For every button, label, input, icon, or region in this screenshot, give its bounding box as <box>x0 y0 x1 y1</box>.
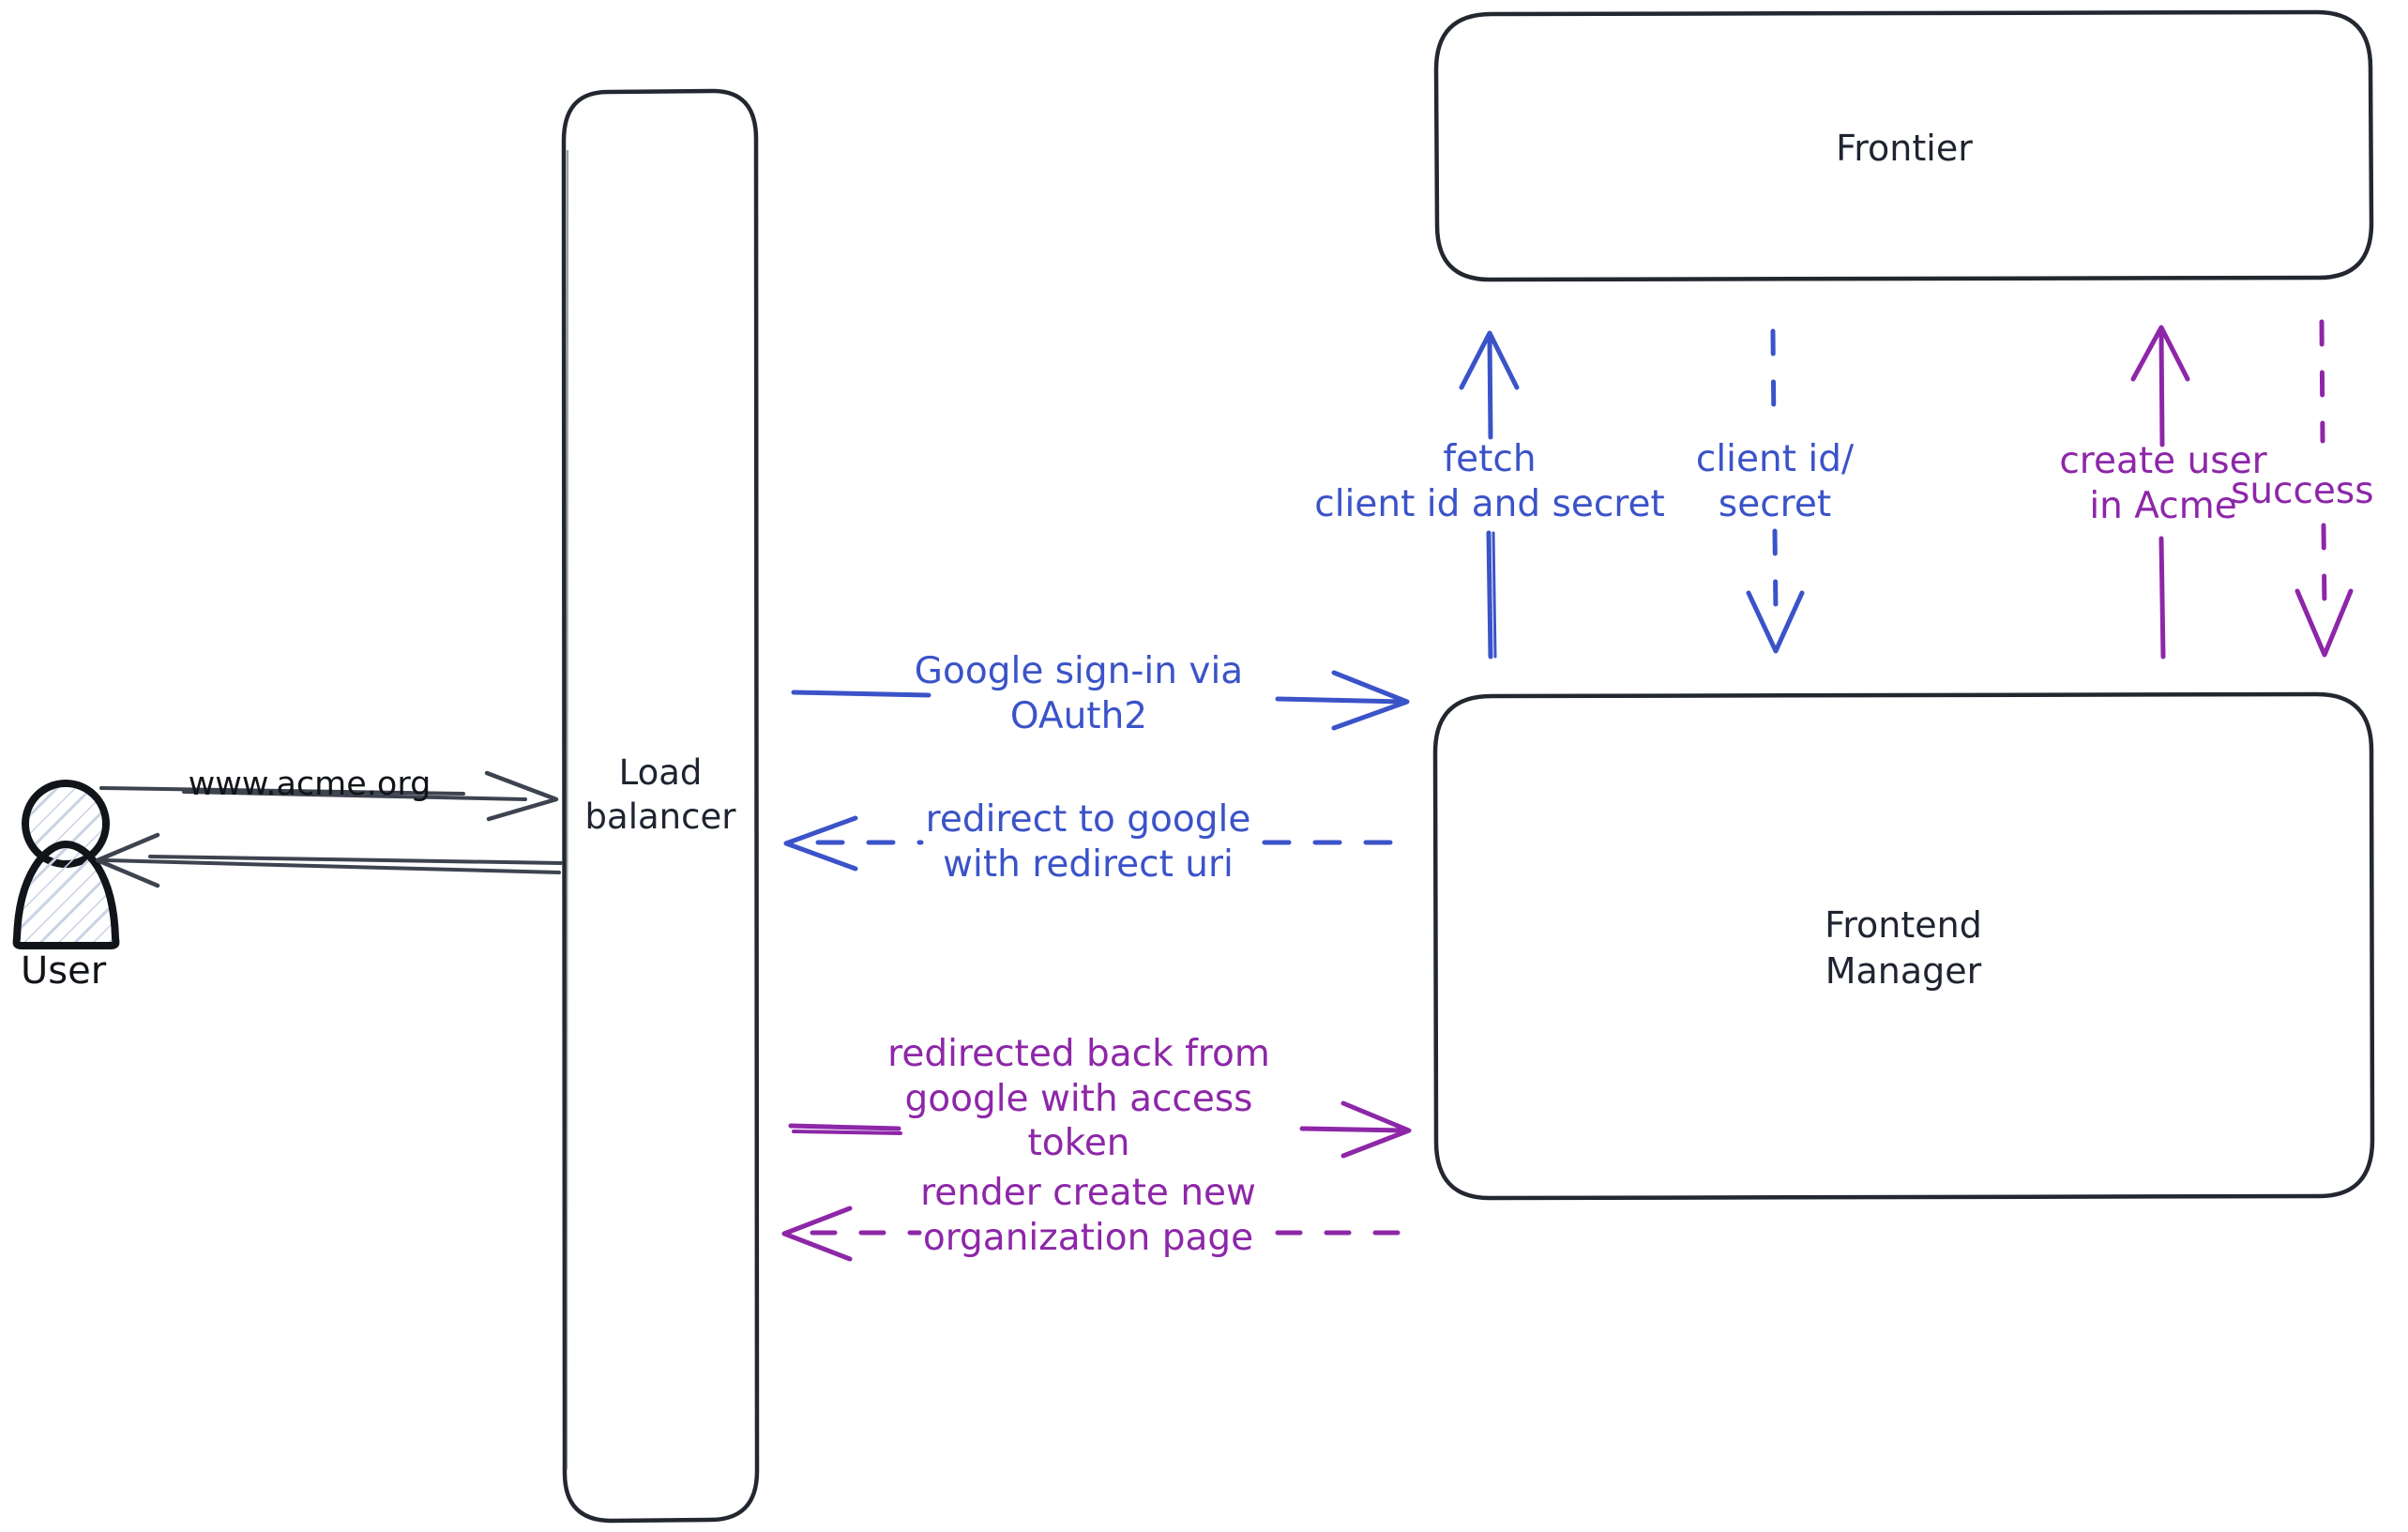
frontend-manager-shape <box>1432 691 2375 1201</box>
edge-frontier-to-fm-secret <box>1746 328 1805 654</box>
edge-user-to-lb <box>99 770 559 822</box>
edge-fm-to-frontier-fetch <box>1459 330 1520 660</box>
edge-lb-to-user <box>95 832 563 888</box>
edge-frontier-to-fm-success <box>2294 319 2354 658</box>
load-balancer-shape <box>561 88 760 1524</box>
person-icon <box>12 780 120 949</box>
edge-fm-to-lb-render <box>781 1206 1406 1262</box>
edge-fm-to-frontier-create-user <box>2130 325 2190 660</box>
actor-label-user: User <box>21 949 107 993</box>
edge-lb-to-fm-token <box>788 1100 1412 1159</box>
edge-fm-to-lb-redirect <box>783 815 1406 872</box>
edge-lb-to-fm-signin <box>791 670 1410 731</box>
frontier-shape <box>1433 9 2374 282</box>
